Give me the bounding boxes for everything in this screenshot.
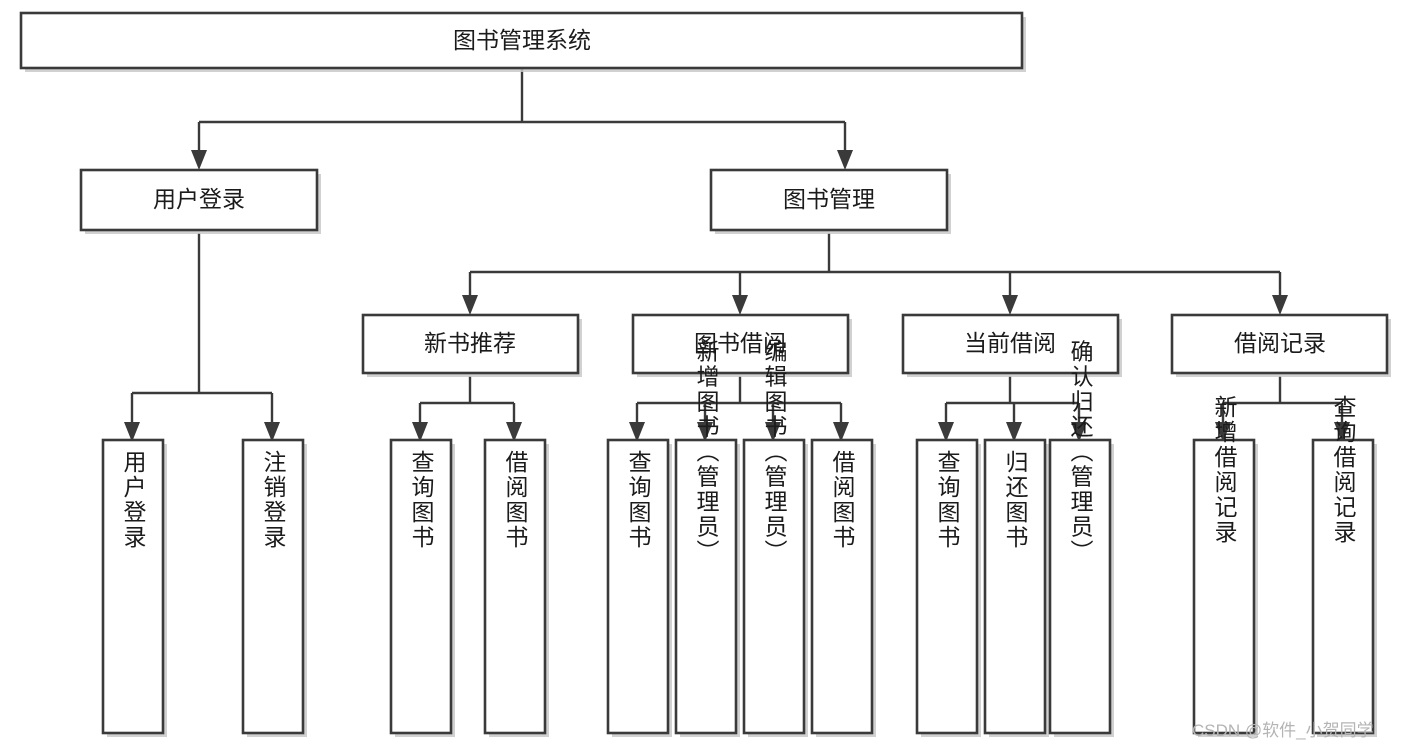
leaf-query-record-label: 查询借阅记录 (1330, 395, 1357, 545)
node-user-login-label: 用户登录 (153, 186, 245, 212)
leaf-confirm-return-label: 确认归还（管理员） (1067, 340, 1094, 565)
node-book-borrow[interactable]: 图书借阅 (631, 313, 852, 377)
node-borrow-record[interactable]: 借阅记录 (1170, 313, 1391, 377)
arrow-bm-borrow-record (1272, 295, 1288, 315)
node-root[interactable]: 图书管理系统 (19, 11, 1026, 72)
leaf-node[interactable]: 借阅图书 (483, 438, 549, 737)
leaf-node[interactable]: 注销登录 (241, 438, 307, 737)
node-current-borrow-box[interactable] (901, 313, 1120, 375)
leaf-borrow-book-2-label: 借阅图书 (829, 450, 856, 550)
leaf-user-login-box[interactable] (101, 438, 165, 735)
node-book-borrow-box[interactable] (631, 313, 850, 375)
node-current-borrow-label: 当前借阅 (964, 330, 1056, 356)
leaf-node[interactable]: 编辑图书（管理员） (742, 340, 808, 738)
arrow-bb-leaf-2 (697, 422, 713, 442)
node-user-login-box[interactable] (79, 168, 319, 232)
arrow-bm-current-borrow (1002, 295, 1018, 315)
leaf-query-book-1-box[interactable] (389, 438, 453, 735)
node-book-manage-box[interactable] (709, 168, 949, 232)
node-book-borrow-label: 图书借阅 (694, 330, 786, 356)
leaf-query-book-3-label: 查询图书 (934, 450, 961, 550)
leaf-node[interactable]: 用户登录 (101, 438, 167, 737)
node-book-manage[interactable]: 图书管理 (709, 168, 951, 234)
node-user-login[interactable]: 用户登录 (79, 168, 321, 234)
leaf-node[interactable]: 新增借阅记录 (1192, 395, 1258, 737)
node-book-manage-label: 图书管理 (783, 186, 875, 212)
leaf-query-record-box[interactable] (1311, 438, 1375, 735)
leaf-return-book-label: 归还图书 (1002, 450, 1029, 550)
leaf-borrow-book-1-label: 借阅图书 (502, 450, 529, 550)
arrow-bb-leaf-4 (833, 422, 849, 442)
edges-layer (124, 69, 1350, 442)
arrow-root-to-user-login (191, 150, 207, 170)
arrow-root-to-book-manage (837, 150, 853, 170)
leaf-node[interactable]: 新增图书（管理员） (674, 340, 740, 738)
leaf-return-book-box[interactable] (983, 438, 1047, 735)
arrow-nbr-leaf-2 (506, 422, 522, 442)
leaf-node[interactable]: 归还图书 (983, 438, 1049, 737)
node-new-book-recommend-box[interactable] (361, 313, 580, 375)
leaf-node[interactable]: 确认归还（管理员） (1048, 340, 1114, 738)
leaf-node[interactable]: 查询图书 (915, 438, 981, 737)
node-new-book-recommend-label: 新书推荐 (424, 330, 516, 356)
node-current-borrow[interactable]: 当前借阅 (901, 313, 1122, 377)
leaf-borrow-book-2-box[interactable] (810, 438, 874, 735)
arrow-bm-book-borrow (732, 295, 748, 315)
node-borrow-record-label: 借阅记录 (1234, 330, 1326, 356)
arrow-user-login-leaf-2 (264, 422, 280, 442)
leaf-borrow-book-1-box[interactable] (483, 438, 547, 735)
arrow-cb-leaf-3 (1071, 422, 1087, 442)
arrow-bm-new-book (462, 295, 478, 315)
leaf-add-book-box[interactable] (674, 438, 738, 735)
leaf-edit-book-box[interactable] (742, 438, 806, 735)
leaf-user-logout-label: 注销登录 (260, 450, 287, 550)
arrow-cb-leaf-1 (938, 422, 954, 442)
leaf-confirm-return-box[interactable] (1048, 438, 1112, 735)
leaf-add-record-box[interactable] (1192, 438, 1256, 735)
leaf-add-record-label: 新增借阅记录 (1211, 395, 1238, 545)
leaf-query-book-1-label: 查询图书 (408, 450, 435, 550)
leaf-node[interactable]: 查询图书 (606, 438, 672, 737)
watermark-label: CSDN @软件_小贺同学 (1192, 721, 1374, 740)
node-borrow-record-box[interactable] (1170, 313, 1389, 375)
leaf-user-logout-box[interactable] (241, 438, 305, 735)
arrow-user-login-leaf-1 (124, 422, 140, 442)
leaf-query-book-2-label: 查询图书 (625, 450, 652, 550)
node-root-label: 图书管理系统 (453, 27, 591, 53)
arrow-nbr-leaf-1 (412, 422, 428, 442)
leaf-edit-book-label: 编辑图书（管理员） (761, 340, 788, 565)
node-new-book-recommend[interactable]: 新书推荐 (361, 313, 582, 377)
leaf-user-login-label: 用户登录 (120, 450, 147, 550)
arrow-cb-leaf-2 (1006, 422, 1022, 442)
leaf-query-book-3-box[interactable] (915, 438, 979, 735)
leaf-query-book-2-box[interactable] (606, 438, 670, 735)
arrow-bb-leaf-3 (765, 422, 781, 442)
arrow-br-leaf-2 (1334, 422, 1350, 442)
leaf-node[interactable]: 查询借阅记录 (1311, 395, 1377, 737)
leaf-add-book-label: 新增图书（管理员） (693, 340, 720, 565)
leaf-node[interactable]: 查询图书 (389, 438, 455, 737)
arrow-bb-leaf-1 (629, 422, 645, 442)
leaf-node[interactable]: 借阅图书 (810, 438, 876, 737)
node-root-box[interactable] (19, 11, 1024, 70)
arrow-br-leaf-1 (1215, 422, 1231, 442)
